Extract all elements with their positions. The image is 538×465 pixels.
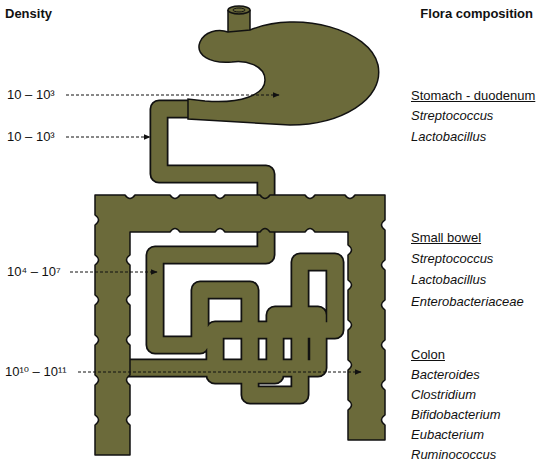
genus-name: Streptococcus bbox=[411, 108, 493, 124]
column-heading: Flora composition bbox=[420, 6, 533, 22]
column-heading: Density bbox=[5, 6, 52, 22]
section-heading: Colon bbox=[411, 347, 445, 363]
density-value: 10 – 10³ bbox=[7, 129, 55, 145]
density-value: 10¹⁰ – 10¹¹ bbox=[5, 364, 67, 380]
genus-name: Lactobacillus bbox=[411, 272, 486, 288]
colon bbox=[95, 195, 385, 455]
genus-name: Ruminococcus bbox=[411, 447, 496, 463]
genus-name: Clostridium bbox=[411, 387, 476, 403]
genus-name: Bacteroides bbox=[411, 367, 480, 383]
section-heading: Small bowel bbox=[411, 230, 481, 246]
density-value: 10⁴ – 10⁷ bbox=[7, 264, 61, 280]
density-value: 10 – 10³ bbox=[7, 87, 55, 103]
genus-name: Enterobacteriaceae bbox=[411, 294, 524, 310]
leader-arrow bbox=[78, 372, 361, 373]
section-heading: Stomach - duodenum bbox=[411, 88, 535, 104]
leader-arrows bbox=[66, 95, 361, 372]
leader-arrow bbox=[66, 95, 279, 96]
stomach bbox=[188, 22, 379, 125]
genus-name: Bifidobacterium bbox=[411, 407, 501, 423]
genus-name: Lactobacillus bbox=[411, 129, 486, 145]
small-bowel bbox=[128, 109, 335, 395]
leader-arrow bbox=[66, 137, 150, 138]
genus-name: Eubacterium bbox=[411, 427, 484, 443]
genus-name: Streptococcus bbox=[411, 251, 493, 267]
leader-arrow bbox=[70, 272, 157, 273]
